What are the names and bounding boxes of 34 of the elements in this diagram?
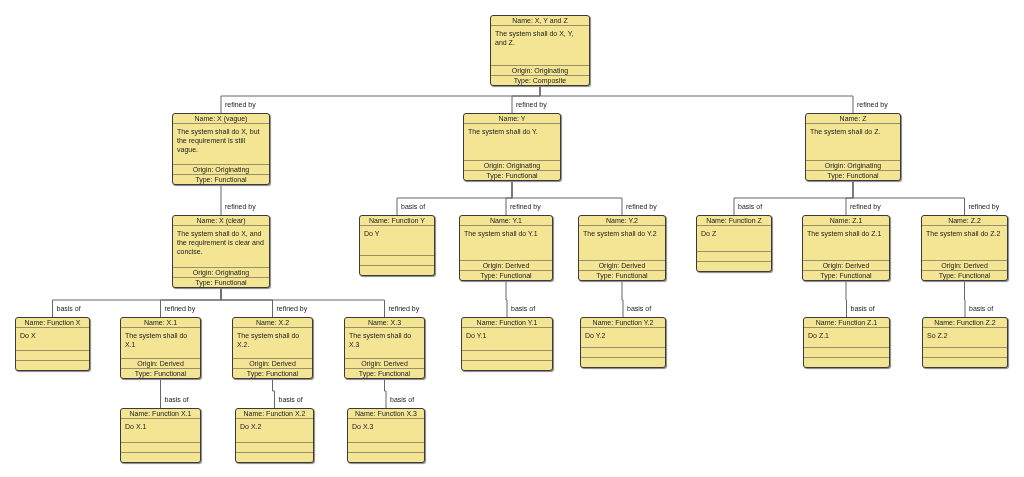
- connector-line: [964, 280, 966, 318]
- connector-line: [220, 184, 222, 216]
- connector-line: [511, 180, 623, 216]
- requirement-block: [15, 317, 90, 371]
- requirement-block: [120, 317, 201, 379]
- connector-line: [384, 378, 387, 409]
- requirement-block: [172, 113, 270, 185]
- connector-line: [160, 378, 161, 409]
- requirement-block: [232, 317, 313, 379]
- connector-line: [505, 280, 508, 318]
- requirement-block: [580, 317, 666, 368]
- connector-line: [539, 85, 854, 114]
- requirement-block: [922, 317, 1008, 368]
- requirement-block: [578, 215, 666, 281]
- requirement-block: [344, 317, 425, 379]
- requirement-block: [490, 15, 590, 86]
- connector-line: [852, 180, 965, 216]
- requirement-block: [461, 317, 553, 371]
- requirement-block: [347, 408, 425, 463]
- requirement-block: [120, 408, 201, 463]
- requirement-block: [802, 215, 890, 281]
- requirement-block: [921, 215, 1008, 281]
- connector-line: [621, 280, 624, 318]
- requirement-block: [172, 215, 270, 288]
- requirement-block: [805, 113, 901, 181]
- requirement-block: [235, 408, 314, 463]
- connector-line: [272, 378, 275, 409]
- requirement-block: [463, 113, 561, 181]
- requirement-block: [459, 215, 553, 281]
- requirement-block: [696, 215, 772, 272]
- requirement-block: [359, 215, 435, 276]
- requirement-block: [803, 317, 890, 368]
- connector-line: [220, 287, 385, 318]
- connector-line: [845, 280, 847, 318]
